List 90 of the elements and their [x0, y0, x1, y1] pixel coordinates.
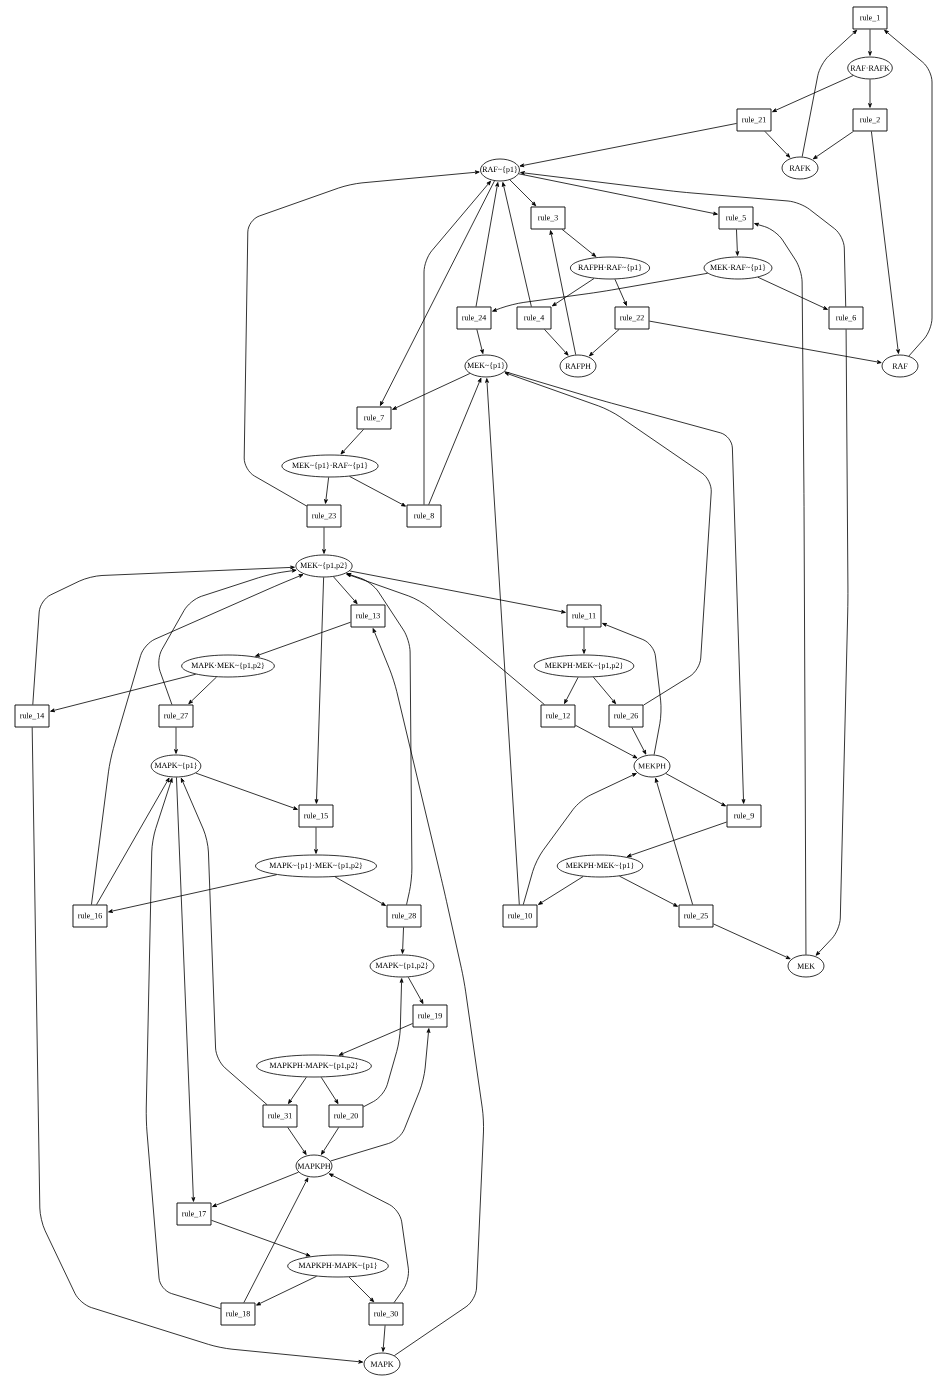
- arrow: [407, 976, 424, 1004]
- arrow: [522, 773, 637, 905]
- arrow: [31, 727, 364, 1364]
- arrow: [50, 673, 197, 713]
- arrow: [589, 329, 620, 357]
- arrow: [340, 429, 364, 455]
- arrow: [372, 628, 484, 1356]
- arrow: [564, 676, 579, 704]
- arrow: [544, 329, 569, 356]
- arrow: [324, 477, 330, 504]
- arrow: [626, 821, 727, 858]
- arrow: [176, 777, 196, 1202]
- arrow: [211, 1219, 311, 1257]
- arrow: [96, 777, 170, 905]
- arrow: [520, 171, 847, 307]
- arrow: [713, 923, 791, 960]
- arrow: [619, 875, 678, 907]
- arrow: [188, 676, 217, 705]
- arrow: [764, 131, 791, 158]
- arrow: [212, 1171, 299, 1207]
- arrow: [322, 527, 326, 554]
- arrow: [561, 229, 597, 257]
- arrow: [287, 1127, 307, 1155]
- arrow: [551, 278, 595, 307]
- arrow: [321, 1127, 340, 1155]
- arrow: [868, 79, 872, 108]
- arrow: [243, 1177, 309, 1303]
- arrow: [180, 777, 268, 1105]
- arrow: [593, 676, 617, 705]
- arrow: [602, 623, 662, 756]
- arrow: [504, 372, 712, 706]
- arrow: [243, 170, 480, 507]
- arrow: [381, 1325, 386, 1352]
- arrow: [504, 371, 746, 804]
- arrow: [288, 1076, 307, 1104]
- arrow: [195, 772, 298, 810]
- arrow: [884, 29, 933, 357]
- arrow: [649, 320, 882, 364]
- arrow: [428, 377, 482, 505]
- arrow: [475, 182, 499, 307]
- arrow: [32, 565, 295, 705]
- arrow: [631, 727, 647, 755]
- arrow: [735, 229, 740, 256]
- arrow: [519, 123, 737, 168]
- arrow: [108, 874, 278, 913]
- arrow: [476, 329, 484, 354]
- arrow: [392, 373, 471, 410]
- arrow: [334, 876, 386, 906]
- arrow: [772, 75, 854, 113]
- arrow: [871, 131, 900, 354]
- arrow: [349, 476, 406, 507]
- arrow: [314, 827, 318, 854]
- arrow: [754, 222, 807, 955]
- arrow: [174, 727, 178, 754]
- arrow: [518, 173, 718, 216]
- arrow: [330, 1028, 431, 1162]
- arrow: [349, 570, 566, 614]
- arrow: [346, 573, 413, 905]
- arrow: [485, 378, 520, 905]
- arrow: [582, 627, 586, 654]
- arrow: [757, 276, 828, 310]
- arrow: [363, 978, 404, 1108]
- arrow: [614, 278, 627, 306]
- arrow: [338, 1023, 413, 1056]
- arrow: [575, 724, 638, 759]
- arrow: [423, 180, 491, 505]
- arrow: [509, 179, 537, 207]
- arrow: [346, 573, 545, 705]
- arrow: [314, 577, 325, 804]
- arrow: [320, 1076, 339, 1104]
- arrow: [654, 777, 694, 905]
- arrow: [91, 574, 304, 905]
- arrow: [145, 777, 221, 1310]
- arrow: [255, 621, 351, 657]
- arrow: [328, 1173, 409, 1303]
- arrow: [815, 329, 849, 956]
- arrow: [801, 29, 858, 158]
- arrow: [400, 927, 405, 954]
- arrow: [333, 576, 358, 605]
- arrow: [812, 131, 854, 160]
- arrow: [665, 773, 726, 807]
- arrow: [492, 272, 708, 312]
- arrow: [538, 876, 584, 905]
- arrow: [348, 1276, 375, 1303]
- arrow: [379, 180, 495, 406]
- arrow: [158, 568, 297, 705]
- arrow: [501, 182, 532, 307]
- arrow: [868, 29, 872, 56]
- arrow: [256, 1275, 317, 1306]
- arrow: [549, 230, 577, 356]
